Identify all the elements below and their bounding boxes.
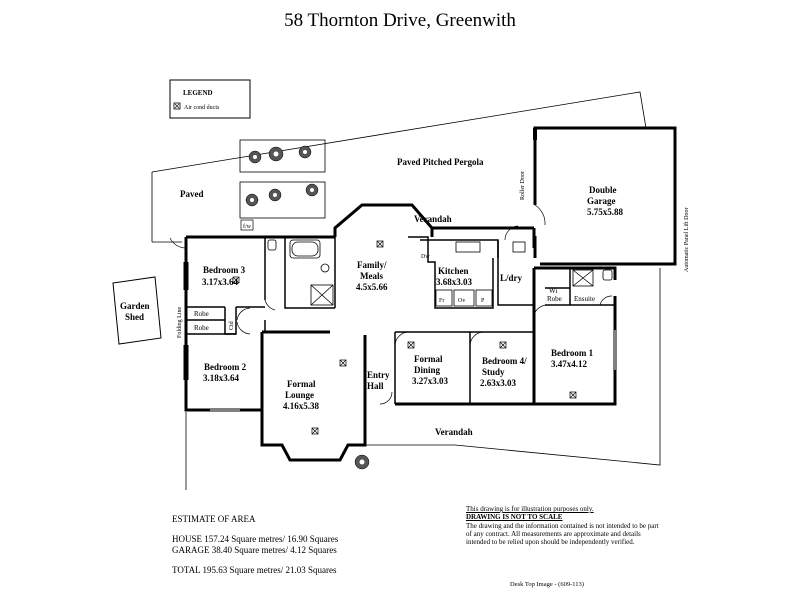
wi-robe-label: Wi bbox=[549, 287, 557, 295]
family-label: Family/ bbox=[357, 260, 387, 270]
verandah-bottom-label: Verandah bbox=[435, 427, 473, 437]
bedroom3-label: Bedroom 3 bbox=[203, 265, 246, 275]
dining-dim: 3.27x3.03 bbox=[412, 376, 449, 386]
bedroom3-dim: 3.17x3.64 bbox=[202, 277, 239, 287]
bedroom1-dim: 3.47x4.12 bbox=[551, 359, 588, 369]
garage-label-2: Garage bbox=[587, 196, 616, 206]
family-label-2: Meals bbox=[360, 271, 383, 281]
kitchen-label: Kitchen bbox=[438, 266, 469, 276]
disclaimer-line1: This drawing is for illustration purpose… bbox=[466, 505, 594, 513]
area-heading: ESTIMATE OF AREA bbox=[172, 514, 256, 524]
dining-label: Formal bbox=[414, 354, 443, 364]
paved-label: Paved bbox=[180, 189, 204, 199]
interior-walls bbox=[186, 236, 615, 404]
auto-door-label: Automatic Panel Lift Door bbox=[683, 208, 690, 273]
lounge-label-2: Lounge bbox=[285, 390, 314, 400]
image-credit: Desk Top Image - (609-113) bbox=[510, 581, 584, 588]
area-estimate: ESTIMATE OF AREA HOUSE 157.24 Square met… bbox=[172, 514, 338, 576]
legend-item: Air cond ducts bbox=[184, 105, 220, 111]
pantry-label: P bbox=[481, 298, 485, 304]
windows bbox=[183, 262, 617, 412]
bedroom2-label: Bedroom 2 bbox=[204, 362, 247, 372]
boundary bbox=[151, 91, 661, 490]
duct-icon bbox=[173, 102, 181, 110]
garden-shed-label-2: Shed bbox=[125, 312, 144, 322]
toilet-icon bbox=[267, 239, 277, 251]
robe1-label: Robe bbox=[194, 310, 209, 318]
bedroom1-label: Bedroom 1 bbox=[551, 348, 594, 358]
disclaimer-line2: DRAWING IS NOT TO SCALE bbox=[466, 513, 563, 522]
entry-label-2: Hall bbox=[367, 381, 384, 391]
wi-robe-label-2: Robe bbox=[547, 295, 562, 303]
folding-line-label: Folding Line bbox=[177, 306, 183, 338]
area-garage: GARAGE 38.40 Square metres/ 4.12 Squares bbox=[172, 545, 337, 555]
bedroom4-dim: 2.63x3.03 bbox=[480, 378, 517, 388]
ensuite-shower-icon bbox=[572, 269, 594, 287]
air-duct-markers bbox=[232, 240, 577, 435]
family-dim: 4.5x5.66 bbox=[356, 282, 388, 292]
bedroom4-label: Bedroom 4/ bbox=[482, 356, 527, 366]
area-total: TOTAL 195.63 Square metres/ 21.03 Square… bbox=[172, 565, 337, 575]
lounge-dim: 4.16x5.38 bbox=[283, 401, 320, 411]
garage-label: Double bbox=[589, 185, 617, 195]
garage-dim: 5.75x5.88 bbox=[587, 207, 624, 217]
dishwasher-label: Dw bbox=[421, 254, 430, 260]
kitchen-dim: 3.68x3.03 bbox=[436, 277, 473, 287]
entry-label: Entry bbox=[367, 370, 390, 380]
garden-shed-label: Garden bbox=[120, 301, 150, 311]
room-labels: Verandah Bedroom 3 3.17x3.64 Family/ Mea… bbox=[177, 214, 595, 437]
dining-label-2: Dining bbox=[414, 365, 441, 375]
disclaimer: This drawing is for illustration purpose… bbox=[466, 505, 666, 546]
robe2-label: Robe bbox=[194, 324, 209, 332]
ensuite-label: Ensuite bbox=[574, 295, 595, 303]
oven-label: Ov bbox=[458, 298, 465, 304]
sink-icon bbox=[455, 241, 481, 253]
pergola-label: Paved Pitched Pergola bbox=[397, 157, 484, 167]
bedroom2-dim: 3.18x3.64 bbox=[203, 373, 240, 383]
verandah-top-label: Verandah bbox=[414, 214, 452, 224]
laundry-label: L/dry bbox=[500, 273, 523, 283]
bedroom4-label-2: Study bbox=[482, 367, 505, 377]
garden-beds: f/w bbox=[239, 139, 370, 470]
garage: Double Garage 5.75x5.88 Roller Door Auto… bbox=[520, 126, 690, 273]
vanity-icon bbox=[320, 263, 330, 273]
fridge-label: Fr bbox=[439, 298, 444, 304]
disclaimer-body: The drawing and the information containe… bbox=[466, 521, 659, 547]
roller-door-label: Roller Door bbox=[520, 171, 526, 200]
doors bbox=[169, 225, 613, 405]
ensuite-toilet-icon bbox=[602, 269, 613, 281]
ctd-label: Ctd bbox=[229, 321, 235, 330]
laundry-tub-icon bbox=[512, 241, 526, 253]
area-house: HOUSE 157.24 Square metres/ 16.90 Square… bbox=[172, 534, 339, 544]
kitchen-appliances: Fr Ov P Dw bbox=[421, 254, 493, 307]
fw-label: f/w bbox=[243, 223, 252, 230]
lounge-label: Formal bbox=[287, 379, 316, 389]
garden-shed: Garden Shed bbox=[112, 276, 162, 345]
legend: LEGEND Air cond ducts bbox=[169, 79, 251, 119]
shower-icon bbox=[310, 284, 334, 306]
bathroom-fixtures bbox=[267, 239, 613, 306]
legend-heading: LEGEND bbox=[183, 89, 213, 97]
page-title: 58 Thornton Drive, Greenwith bbox=[284, 10, 516, 31]
